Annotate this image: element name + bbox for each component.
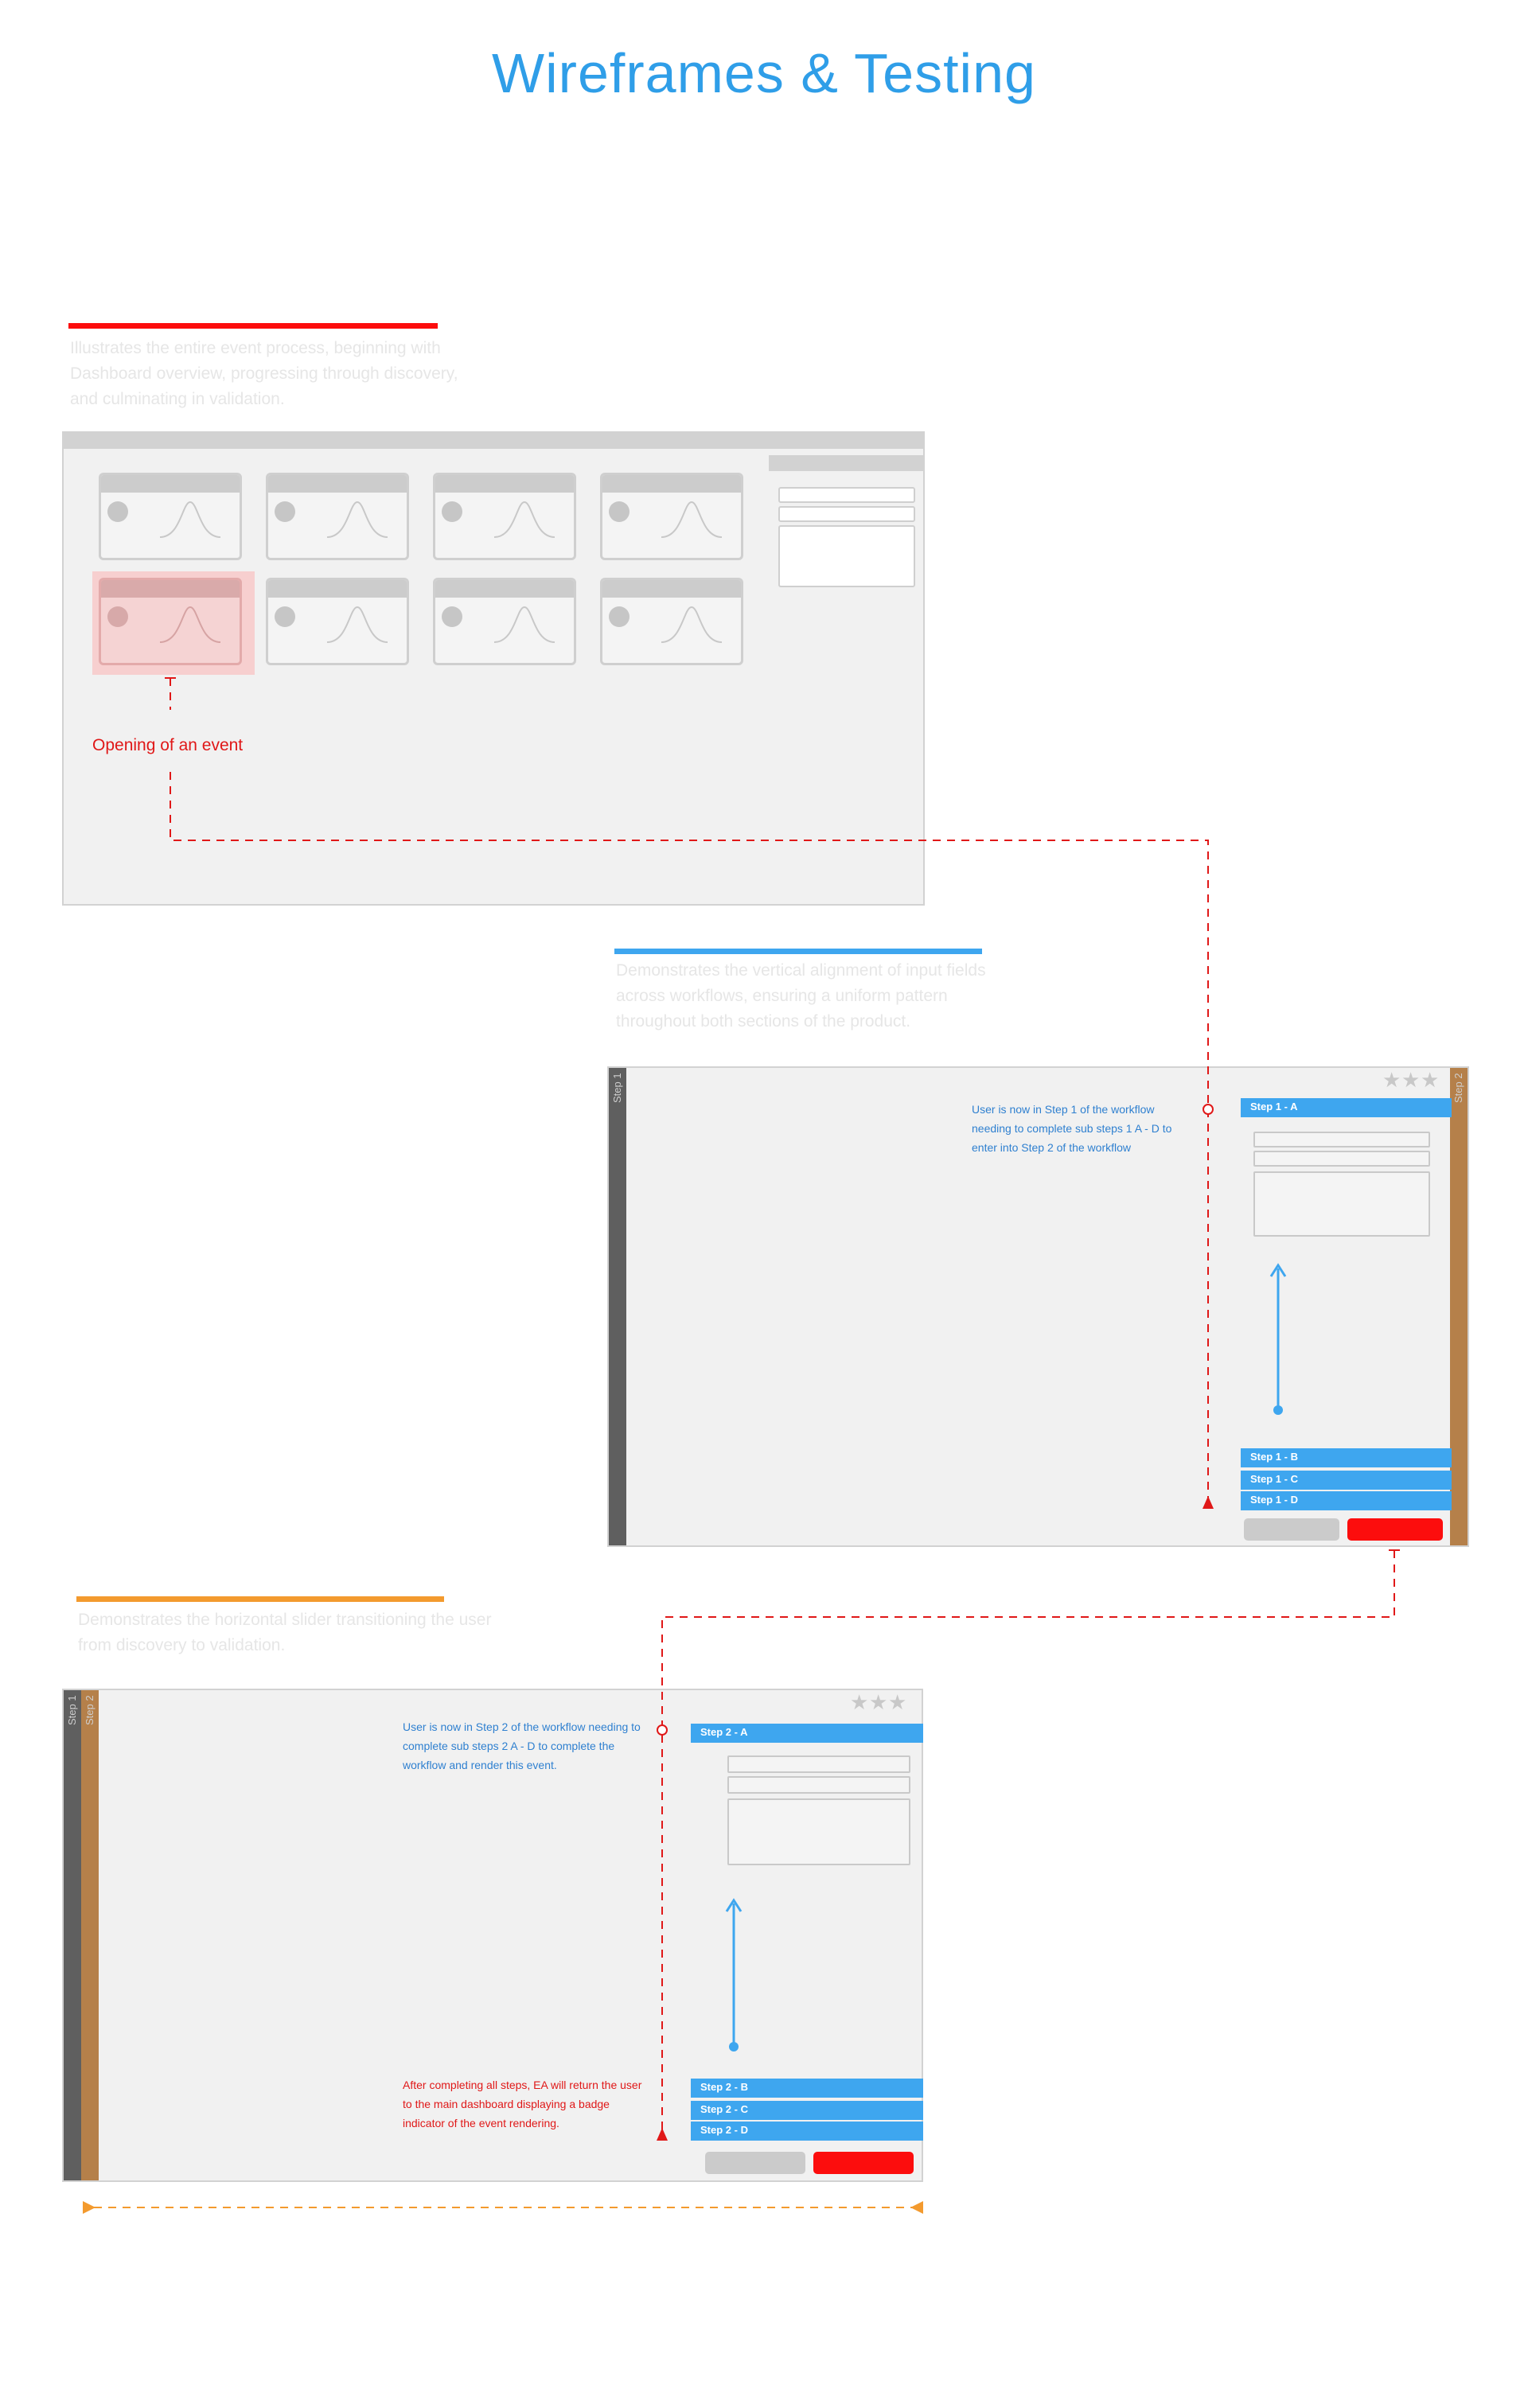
orange-slider-indicator bbox=[83, 2201, 923, 2214]
substep-1b[interactable]: Step 1 - B bbox=[1241, 1448, 1452, 1467]
bell-curve-icon bbox=[661, 606, 723, 643]
card-avatar bbox=[442, 606, 462, 627]
dashboard-wireframe: Opening of an event bbox=[62, 431, 925, 906]
event-card[interactable] bbox=[433, 473, 576, 560]
card-avatar bbox=[442, 501, 462, 522]
event-card[interactable] bbox=[600, 473, 743, 560]
step1-textarea[interactable] bbox=[1253, 1171, 1430, 1237]
arrow-up-icon bbox=[1203, 1496, 1214, 1509]
step2-input[interactable] bbox=[727, 1776, 910, 1794]
substep-1c[interactable]: Step 1 - C bbox=[1241, 1471, 1452, 1490]
step1-input[interactable] bbox=[1253, 1132, 1430, 1148]
bell-curve-icon bbox=[493, 606, 555, 643]
workflow-step1-wireframe: Step 1 Step 2 ★ ★ ★ User is now in Step … bbox=[607, 1066, 1469, 1547]
substep-2c[interactable]: Step 2 - C bbox=[691, 2101, 923, 2120]
section3-accent-bar bbox=[76, 1596, 444, 1602]
arrow-up-icon bbox=[657, 2128, 668, 2141]
section1-description: Illustrates the entire event process, be… bbox=[70, 339, 458, 408]
event-card[interactable] bbox=[99, 473, 242, 560]
bell-curve-icon bbox=[326, 501, 388, 538]
step2-note: User is now in Step 2 of the workflow ne… bbox=[403, 1720, 641, 1771]
card-avatar bbox=[609, 501, 630, 522]
step2-input[interactable] bbox=[727, 1755, 910, 1773]
step1-tab[interactable]: Step 1 bbox=[609, 1068, 626, 1545]
dashboard-side-field[interactable] bbox=[778, 506, 915, 522]
event-card[interactable] bbox=[266, 578, 409, 665]
substep-2d[interactable]: Step 2 - D bbox=[691, 2122, 923, 2141]
step1-note: User is now in Step 1 of the workflow ne… bbox=[972, 1103, 1172, 1154]
step1-input[interactable] bbox=[1253, 1151, 1430, 1167]
bell-curve-icon bbox=[159, 501, 221, 538]
event-card-selected[interactable] bbox=[99, 578, 242, 665]
card-avatar bbox=[275, 501, 295, 522]
star-icon[interactable]: ★ bbox=[869, 1690, 888, 1714]
section2-accent-bar bbox=[614, 949, 982, 954]
workflow-step2-wireframe: Step 1 Step 2 ★ ★ ★ User is now in Step … bbox=[62, 1689, 923, 2182]
event-card[interactable] bbox=[600, 578, 743, 665]
star-icon[interactable]: ★ bbox=[1421, 1068, 1440, 1092]
star-icon[interactable]: ★ bbox=[888, 1690, 907, 1714]
card-header bbox=[101, 580, 240, 598]
step2-tab[interactable]: Step 2 bbox=[1450, 1068, 1468, 1545]
step1-tab[interactable]: Step 1 bbox=[64, 1690, 81, 2180]
dashboard-top-bar bbox=[64, 433, 923, 449]
opening-event-annotation: Opening of an event bbox=[92, 736, 244, 754]
card-header bbox=[101, 475, 240, 493]
submit-button[interactable] bbox=[813, 2152, 914, 2174]
star-icon[interactable]: ★ bbox=[1401, 1068, 1421, 1092]
star-icon[interactable]: ★ bbox=[850, 1690, 869, 1714]
red-flow-connector-2 bbox=[661, 1550, 1395, 2133]
blue-scroll-indicator-1 bbox=[1269, 1263, 1287, 1415]
dashboard-side-field[interactable] bbox=[778, 487, 915, 503]
card-header bbox=[268, 580, 407, 598]
substep-2a[interactable]: Step 2 - A bbox=[691, 1724, 923, 1743]
step2-textarea[interactable] bbox=[727, 1798, 910, 1865]
section1-accent-bar bbox=[68, 323, 438, 329]
section3-description: Demonstrates the horizontal slider trans… bbox=[78, 1611, 492, 1654]
star-icon[interactable]: ★ bbox=[1382, 1068, 1401, 1092]
event-card[interactable] bbox=[433, 578, 576, 665]
card-header bbox=[435, 475, 574, 493]
card-header bbox=[268, 475, 407, 493]
substep-1d[interactable]: Step 1 - D bbox=[1241, 1491, 1452, 1510]
card-avatar bbox=[275, 606, 295, 627]
cancel-button[interactable] bbox=[705, 2152, 805, 2174]
card-header bbox=[435, 580, 574, 598]
card-header bbox=[602, 580, 741, 598]
dashboard-side-textarea[interactable] bbox=[778, 525, 915, 587]
bell-curve-icon bbox=[493, 501, 555, 538]
substep-1a[interactable]: Step 1 - A bbox=[1241, 1098, 1452, 1117]
card-avatar bbox=[609, 606, 630, 627]
dashboard-side-header bbox=[769, 455, 923, 471]
blue-scroll-indicator-2 bbox=[725, 1898, 743, 2051]
completion-note: After completing all steps, EA will retu… bbox=[403, 2079, 642, 2129]
page-title: Wireframes & Testing bbox=[492, 42, 1036, 104]
cancel-button[interactable] bbox=[1244, 1518, 1339, 1541]
red-flow-connector-1 bbox=[170, 678, 1209, 1498]
card-header bbox=[602, 475, 741, 493]
bell-curve-icon bbox=[159, 606, 221, 643]
continue-button[interactable] bbox=[1347, 1518, 1443, 1541]
substep-2b[interactable]: Step 2 - B bbox=[691, 2079, 923, 2098]
connector-node bbox=[1203, 1104, 1214, 1115]
event-card[interactable] bbox=[266, 473, 409, 560]
card-avatar bbox=[107, 501, 128, 522]
bell-curve-icon bbox=[661, 501, 723, 538]
bell-curve-icon bbox=[326, 606, 388, 643]
section2-description: Demonstrates the vertical alignment of i… bbox=[616, 961, 986, 1031]
card-avatar bbox=[107, 606, 128, 627]
step2-tab[interactable]: Step 2 bbox=[81, 1690, 99, 2180]
connector-node bbox=[657, 1724, 668, 1736]
